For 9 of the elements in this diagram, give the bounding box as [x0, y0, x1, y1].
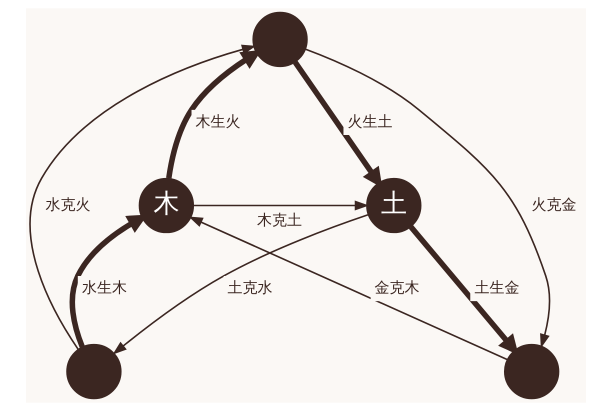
edge-label: 水生木 — [81, 278, 126, 297]
edge-label: 土克水 — [227, 278, 272, 297]
edge-label: 木生火 — [195, 112, 240, 131]
edge-label: 水克火 — [45, 196, 90, 214]
edge-label: 土生金 — [474, 278, 519, 297]
edge-label: 木克土 — [256, 211, 302, 230]
edge-label: 火克金 — [531, 196, 576, 214]
edge-label: 火生土 — [347, 112, 392, 131]
edge-label: 金克木 — [374, 278, 420, 297]
